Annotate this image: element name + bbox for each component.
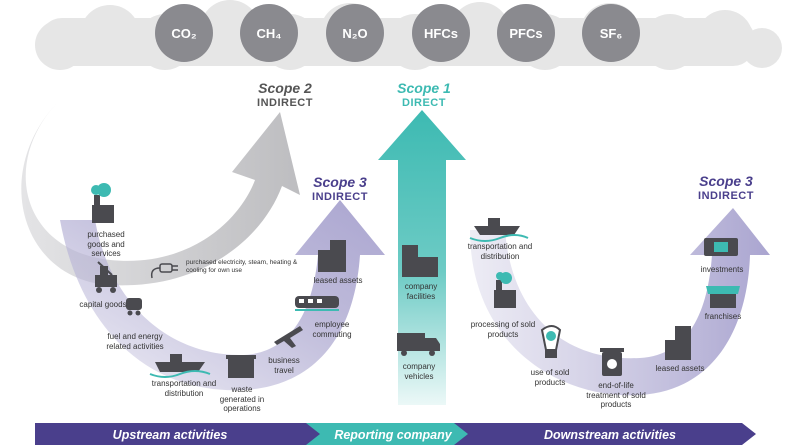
fuel-cart-icon <box>126 298 142 316</box>
bar-reporting-segment <box>306 423 480 445</box>
company-item-facilities: company facilities <box>404 282 438 301</box>
scope3-downstream-title: Scope 3 <box>699 173 753 189</box>
company-buildings-icon <box>402 245 438 277</box>
downstream-item-investments: investments <box>700 265 744 274</box>
scope2-label: purchased electricity, steam, heating & … <box>186 259 298 274</box>
gas-n2o: N₂O <box>326 4 384 62</box>
upstream-item-waste: waste generated in operations <box>219 385 265 413</box>
scope3-upstream-arrow <box>60 200 385 391</box>
scope3-upstream-title: Scope 3 <box>313 174 367 190</box>
train-icon <box>295 296 339 311</box>
bar-label-upstream: Upstream activities <box>112 428 228 442</box>
dumpster-icon <box>226 355 256 378</box>
gas-pfcs: PFCs <box>497 4 555 62</box>
upstream-item-capital-goods: capital goods <box>79 300 127 309</box>
bar-label-downstream: Downstream activities <box>544 428 676 442</box>
buildings-downstream-icon <box>665 326 691 360</box>
tow-truck-icon <box>95 261 117 293</box>
company-item-vehicles: company vehicles <box>402 362 436 381</box>
lightbulb-icon <box>540 325 562 358</box>
cargo-ship-downstream-icon <box>469 218 529 242</box>
downstream-item-end-of-life: end-of-life treatment of sold products <box>586 381 646 409</box>
factory-icon <box>91 183 114 223</box>
plug-icon <box>150 263 178 279</box>
gas-sf6: SF₆ <box>582 4 640 62</box>
scope2-subtitle: INDIRECT <box>257 97 313 109</box>
cloud-band <box>35 0 782 70</box>
recycle-bin-icon <box>600 348 624 376</box>
upstream-item-business-travel: business travel <box>268 356 300 375</box>
downstream-item-transportation: transportation and distribution <box>467 242 533 261</box>
downstream-item-use: use of sold products <box>530 368 570 387</box>
flask-factory-icon <box>494 272 516 308</box>
upstream-item-purchased-goods: purchased goods and services <box>87 230 125 258</box>
upstream-item-leased-assets: leased assets <box>313 276 363 285</box>
downstream-item-processing: processing of sold products <box>470 320 536 339</box>
airplane-icon <box>274 326 303 348</box>
bar-label-reporting: Reporting company <box>334 428 452 442</box>
gas-ch4: CH₄ <box>240 4 298 62</box>
upstream-item-employee-commuting: employee commuting <box>312 320 352 339</box>
gas-hfcs: HFCs <box>412 4 470 62</box>
truck-icon <box>397 333 440 356</box>
scope2-title: Scope 2 <box>258 80 312 96</box>
scope1-subtitle: DIRECT <box>402 97 446 109</box>
upstream-item-fuel-energy: fuel and energy related activities <box>106 332 164 351</box>
gas-co2: CO₂ <box>155 4 213 62</box>
cargo-ship-icon <box>149 354 211 378</box>
scope3-downstream-subtitle: INDIRECT <box>698 190 754 202</box>
bar-upstream-segment <box>35 423 332 445</box>
money-icon <box>704 238 738 256</box>
scope3-upstream-subtitle: INDIRECT <box>312 191 368 203</box>
buildings-icon <box>318 240 346 272</box>
bar-downstream-segment <box>454 423 756 445</box>
downstream-item-franchises: franchises <box>704 312 742 321</box>
downstream-item-leased-assets: leased assets <box>655 364 705 373</box>
store-icon <box>706 286 740 308</box>
scope2-arrow <box>21 100 301 286</box>
upstream-item-transportation: transportation and distribution <box>151 379 217 398</box>
scope1-title: Scope 1 <box>397 80 451 96</box>
